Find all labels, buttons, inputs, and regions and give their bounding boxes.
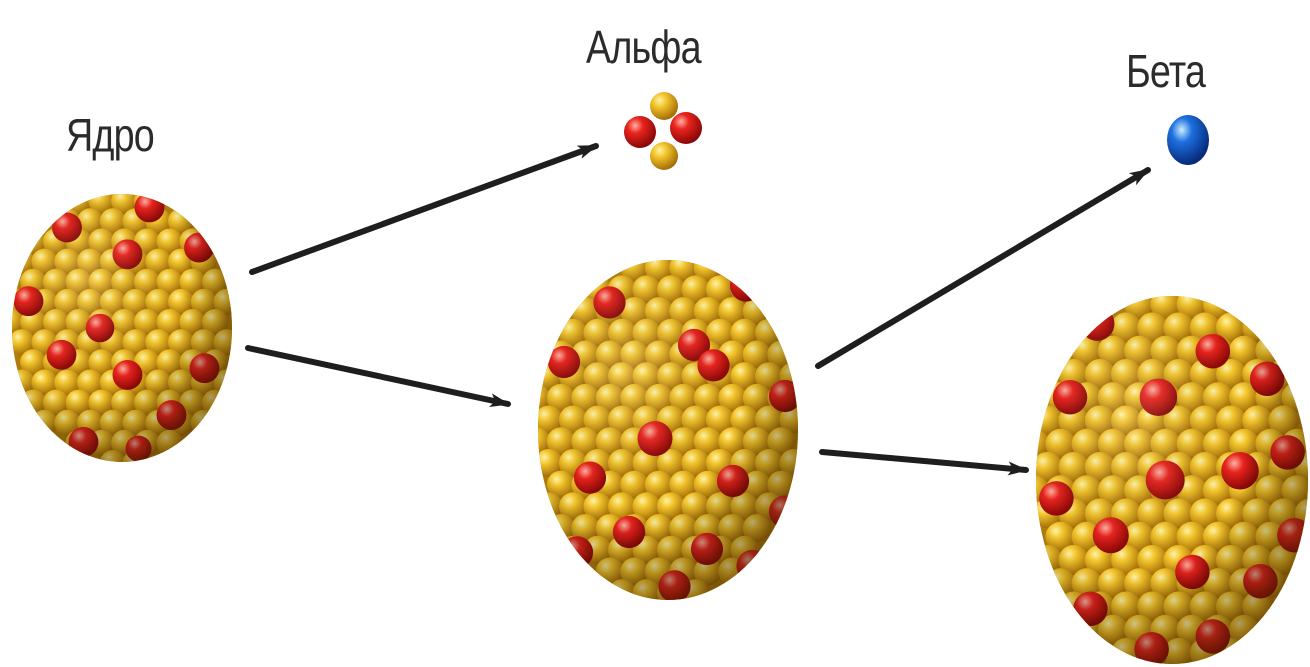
daughter-nucleus-after-beta [1019,289,1310,667]
arrow-to-daughter-2 [822,452,1026,470]
beta-particle-electron [1167,115,1209,165]
alpha-particle [624,92,702,170]
daughter-nucleus-after-alpha [522,254,807,608]
arrow-to-alpha [252,146,596,272]
arrow-to-daughter-1 [248,348,508,404]
beta-label: Бета [1126,44,1205,98]
alpha-label: Альфа [586,20,701,74]
parent-nucleus [0,188,240,476]
nucleus-label: Ядро [66,108,154,162]
